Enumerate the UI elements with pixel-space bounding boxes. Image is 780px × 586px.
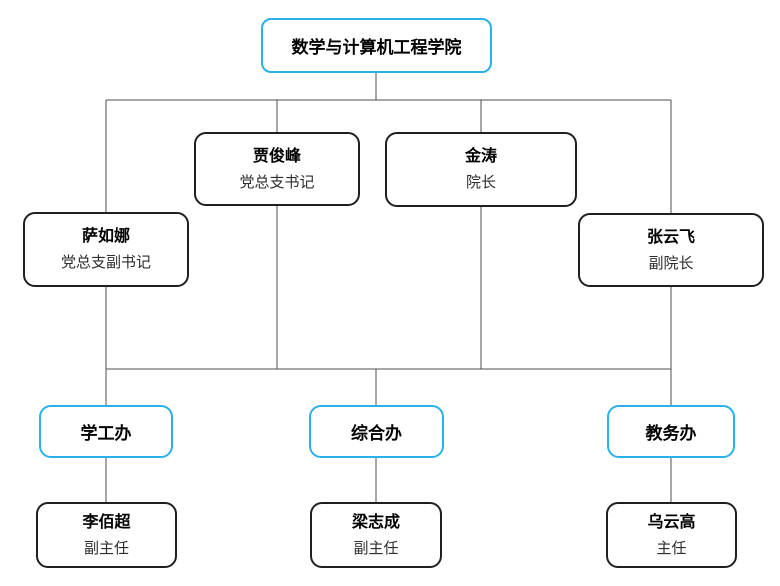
node-label: 教务办 [645, 424, 697, 443]
node-student-affairs-office[interactable]: 学工办 [39, 405, 173, 458]
node-vice-dean[interactable]: 张云飞 副院长 [578, 213, 764, 287]
person-name: 乌云高 [647, 513, 696, 531]
person-title: 主任 [656, 539, 687, 557]
node-dean[interactable]: 金涛 院长 [385, 132, 577, 207]
node-deputy-party-secretary[interactable]: 萨如娜 党总支副书记 [23, 212, 189, 287]
person-name: 金涛 [464, 148, 497, 165]
node-label: 学工办 [80, 424, 132, 443]
node-academic-affairs-office[interactable]: 教务办 [607, 405, 735, 458]
node-staff-general[interactable]: 梁志成 副主任 [310, 502, 442, 568]
person-title: 院长 [465, 174, 496, 191]
person-title: 副主任 [83, 539, 129, 557]
person-name: 李佰超 [82, 513, 131, 531]
node-college-root[interactable]: 数学与计算机工程学院 [261, 18, 492, 73]
person-title: 副主任 [353, 539, 399, 557]
person-name: 梁志成 [351, 513, 400, 531]
person-title: 党总支副书记 [60, 254, 151, 271]
node-party-secretary[interactable]: 贾俊峰 党总支书记 [194, 132, 360, 206]
node-staff-academic[interactable]: 乌云高 主任 [606, 502, 737, 568]
person-title: 党总支书记 [239, 173, 315, 191]
node-staff-student-affairs[interactable]: 李佰超 副主任 [36, 502, 177, 568]
node-label: 数学与计算机工程学院 [291, 38, 462, 57]
person-name: 张云飞 [646, 228, 695, 246]
person-name: 萨如娜 [81, 228, 130, 245]
node-label: 综合办 [351, 424, 402, 443]
person-name: 贾俊峰 [252, 147, 301, 165]
person-title: 副院长 [648, 254, 694, 272]
node-general-office[interactable]: 综合办 [309, 405, 444, 458]
